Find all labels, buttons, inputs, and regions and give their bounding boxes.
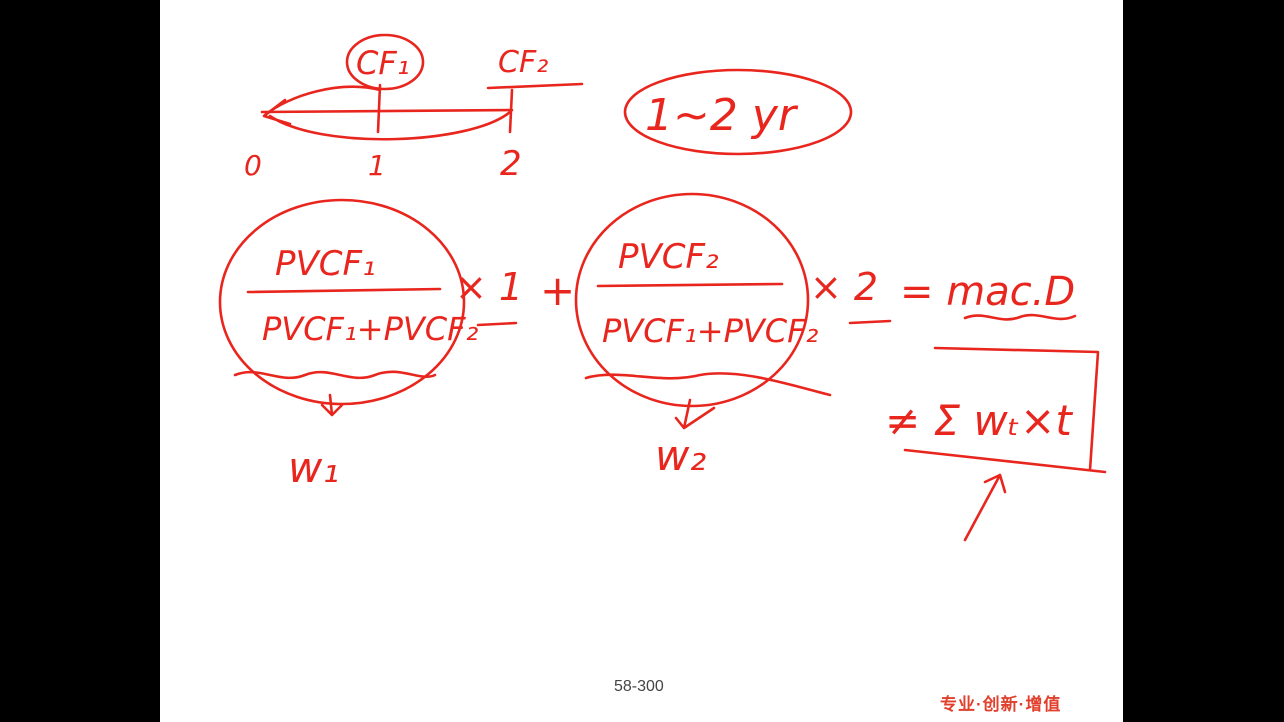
- horizon-note: 1~2 yr: [623, 68, 853, 156]
- weight-2-fraction: PVCF₂ PVCF₁+PVCF₂ w₂: [574, 192, 832, 480]
- frac1-denominator: PVCF₁+PVCF₂: [262, 310, 479, 348]
- plus-sign: +: [540, 266, 575, 315]
- time-0: 0: [244, 149, 262, 182]
- cf1-label: CF₁: [356, 44, 410, 82]
- times-1: × 1: [455, 265, 523, 309]
- w2-label: w₂: [655, 431, 706, 480]
- time-2: 2: [500, 144, 522, 184]
- w1-label: w₁: [288, 443, 339, 492]
- weighted-sum-formula: ≠ Σ wₜ×t: [885, 396, 1073, 445]
- weight-1-fraction: PVCF₁ PVCF₁+PVCF₂ w₁: [218, 198, 479, 492]
- macaulay-duration: = mac.D: [900, 269, 1075, 315]
- frac2-numerator: PVCF₂: [618, 237, 719, 277]
- page-number: 58-300: [614, 678, 664, 695]
- slide: [160, 0, 1123, 722]
- brand-slogan: 专业·创新·增值: [940, 695, 1062, 714]
- time-1: 1: [368, 149, 386, 182]
- cf2-label: CF₂: [498, 45, 548, 80]
- frac2-denominator: PVCF₁+PVCF₂: [602, 312, 819, 350]
- not-equal-box: ≠ Σ wₜ×t: [885, 346, 1107, 542]
- cash-flow-timeline: CF₁ CF₂ 0 1 2: [244, 33, 584, 184]
- horizon-label: 1~2 yr: [645, 90, 799, 141]
- times-2: × 2: [810, 265, 878, 309]
- frac1-numerator: PVCF₁: [275, 244, 376, 284]
